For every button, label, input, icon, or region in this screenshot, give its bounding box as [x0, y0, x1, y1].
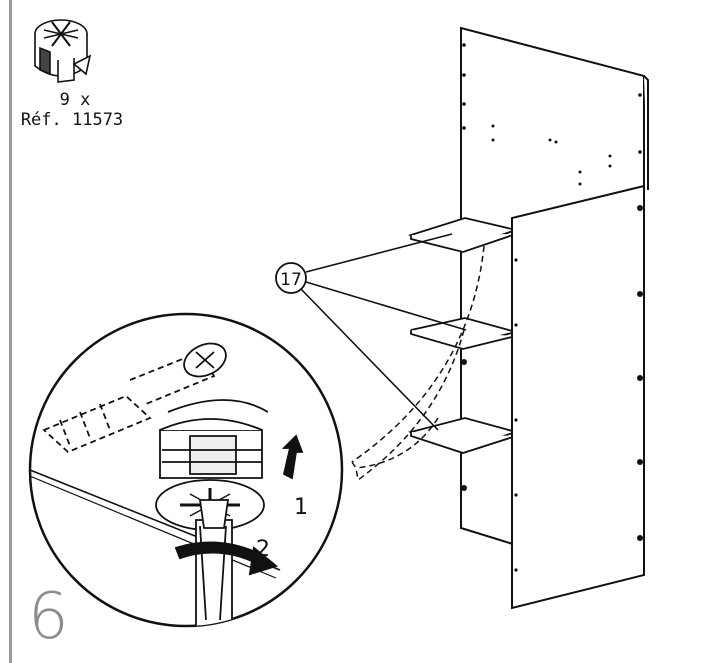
shelves: [407, 217, 520, 454]
shelf-bottom: [407, 417, 520, 454]
screwdriver-icon: [195, 499, 233, 626]
side-panel: [511, 184, 645, 610]
step-number: 6: [28, 580, 69, 654]
part-callout-17: 17: [275, 233, 467, 431]
arrow-1-label: 1: [294, 495, 308, 520]
rotate-arrow-icon: [174, 541, 279, 576]
dowel-ghost: [42, 350, 216, 454]
part-reference: Réf. 11573: [20, 110, 124, 130]
lift-arrow-icon: [281, 434, 304, 480]
shelf-rotation-paths: [351, 245, 485, 481]
part-quantity: 9 x: [59, 90, 91, 110]
left-margin-rule: [9, 0, 12, 663]
back-panel: [460, 26, 649, 547]
detail-magnifier: 1 2: [28, 312, 344, 628]
arrow-2-label: 2: [256, 537, 270, 562]
cam-lock-icon: [34, 19, 92, 83]
callout-17-label: 17: [280, 270, 302, 290]
